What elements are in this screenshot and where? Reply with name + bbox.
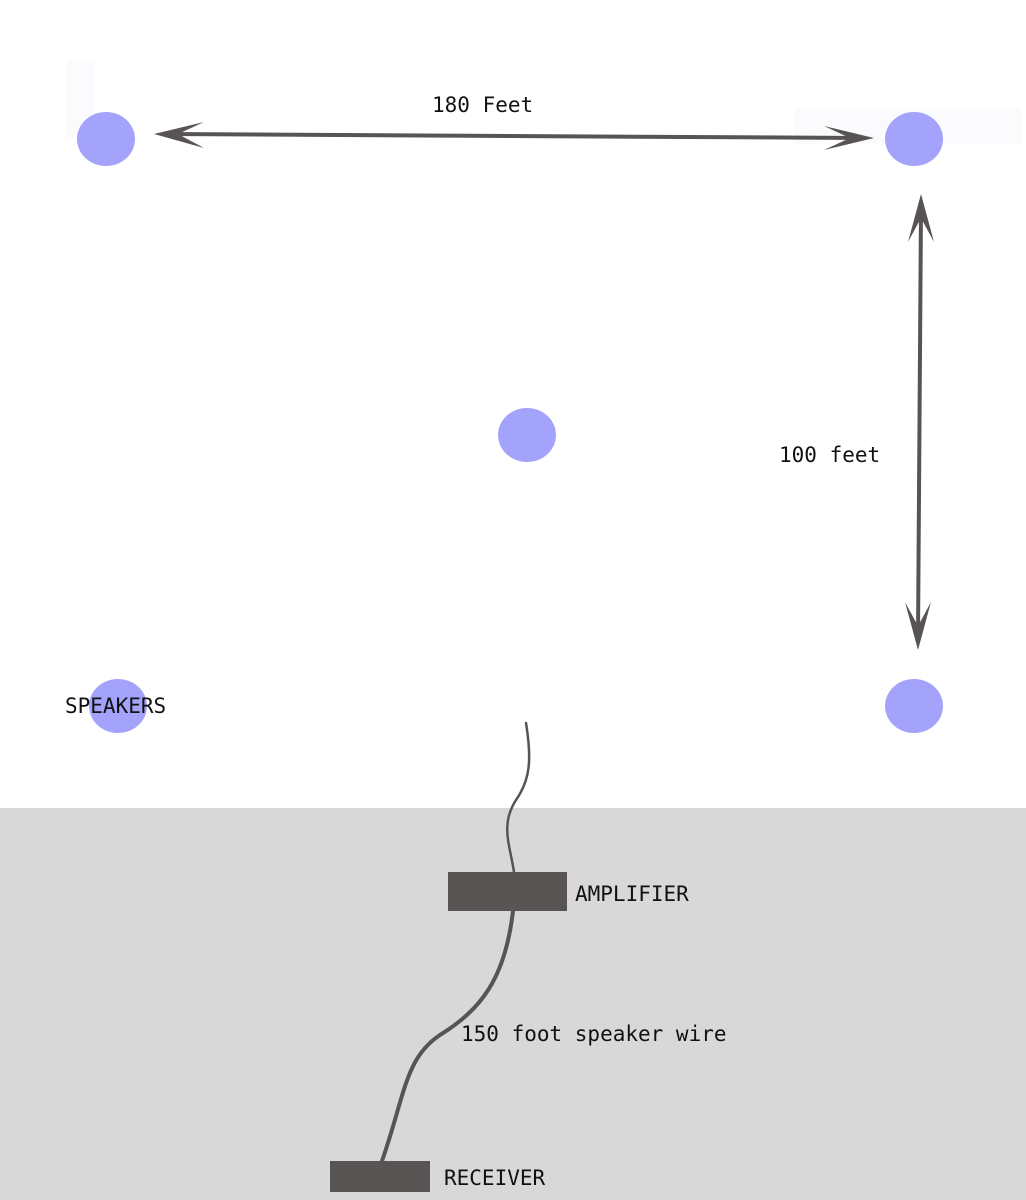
speaker-bottom-right: [885, 679, 943, 733]
arrowhead-left-icon: [154, 122, 204, 148]
vertical-distance-arrow: [905, 194, 934, 650]
arrowhead-down-icon: [905, 602, 931, 650]
receiver-label: RECEIVER: [444, 1166, 546, 1190]
receiver-box: [330, 1161, 430, 1192]
horizontal-distance-arrow: [154, 122, 874, 150]
arrowhead-up-icon: [908, 194, 934, 242]
speaker-top-right: [885, 112, 943, 166]
speaker-center: [498, 408, 556, 462]
amplifier-input-wire: [506, 721, 531, 874]
side-distance-label: 100 feet: [779, 443, 880, 467]
top-distance-label: 180 Feet: [432, 93, 533, 117]
speaker-wire-label: 150 foot speaker wire: [461, 1022, 727, 1046]
arrowhead-right-icon: [824, 126, 874, 150]
speakers-label: SPEAKERS: [65, 694, 166, 718]
speaker-wire: [380, 909, 515, 1163]
speaker-bottom-left: [89, 679, 147, 733]
amplifier-box: [448, 872, 567, 911]
amplifier-label: AMPLIFIER: [575, 882, 689, 906]
faint-grid-patch: [67, 60, 1021, 144]
speaker-top-left: [77, 112, 135, 166]
